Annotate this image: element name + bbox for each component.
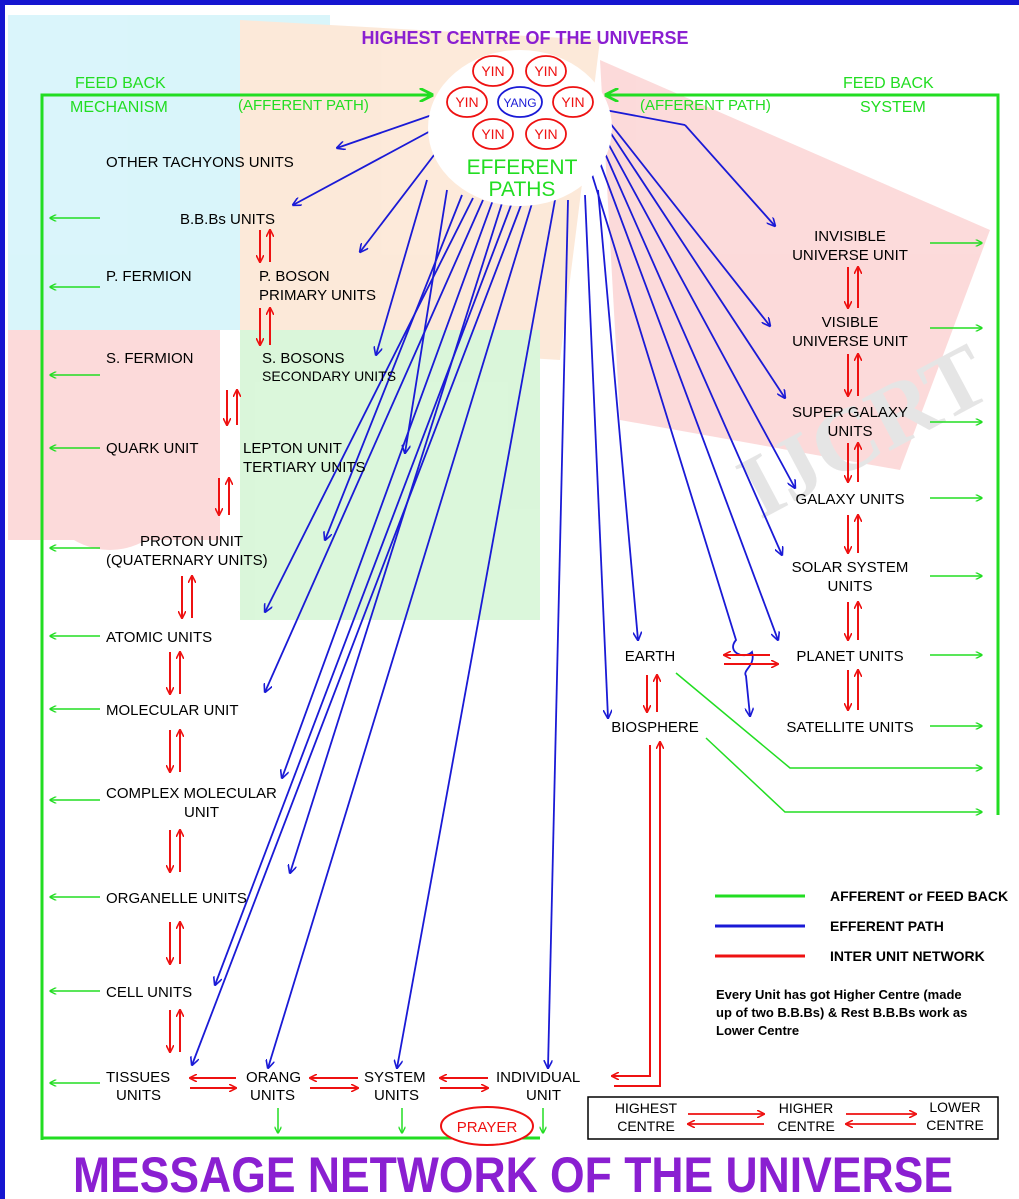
left-header-line1: FEED BACK	[75, 75, 166, 92]
label-prayer: PRAYER	[457, 1119, 518, 1136]
right-header-line1: FEED BACK	[843, 75, 934, 92]
left-header-line2: MECHANISM	[70, 99, 168, 116]
label-molecular-unit: MOLECULAR UNIT	[106, 702, 239, 719]
label-quark-unit: QUARK UNIT	[106, 440, 199, 457]
label-other-tachyons: OTHER TACHYONS UNITS	[106, 154, 294, 171]
yin-label: YIN	[481, 63, 504, 79]
yin-label: YIN	[534, 126, 557, 142]
legend-efferent: EFFERENT PATH	[830, 918, 944, 934]
prayer-ellipse	[440, 1106, 534, 1146]
label-highest-centre: HIGHEST	[615, 1100, 678, 1116]
label-organelle-units: ORGANELLE UNITS	[106, 890, 247, 907]
label-orang: ORANG	[246, 1069, 301, 1086]
label-atomic-units: ATOMIC UNITS	[106, 629, 212, 646]
right-header-line2: SYSTEM	[860, 99, 926, 116]
yin-circle	[525, 55, 567, 87]
legend: AFFERENT or FEED BACK EFFERENT PATH INTE…	[715, 888, 1008, 1038]
label-complex-molecular: COMPLEX MOLECULAR	[106, 785, 277, 802]
label-solar-system-units: UNITS	[828, 578, 873, 595]
label-visible: VISIBLE	[822, 314, 879, 331]
label-tissues: TISSUES	[106, 1069, 170, 1086]
label-super-galaxy: SUPER GALAXY	[792, 404, 908, 421]
main-title: MESSAGE NETWORK OF THE UNIVERSE	[73, 1147, 953, 1199]
label-secondary-units: SECONDARY UNITS	[262, 368, 396, 384]
label-complex-molecular-unit: UNIT	[184, 804, 219, 821]
efferent-paths	[192, 109, 795, 1068]
centres-box: HIGHEST CENTRE HIGHER CENTRE LOWER CENTR…	[587, 1096, 999, 1140]
label-s-fermion: S. FERMION	[106, 350, 194, 367]
label-individual-unit: UNIT	[526, 1087, 561, 1104]
label-tertiary-units: TERTIARY UNITS	[243, 459, 366, 476]
yang-label: YANG	[503, 96, 536, 110]
yin-label: YIN	[455, 94, 478, 110]
label-satellite-units: SATELLITE UNITS	[786, 719, 913, 736]
label-system: SYSTEM	[364, 1069, 426, 1086]
legend-note-line1: Every Unit has got Higher Centre (made	[716, 987, 962, 1002]
label-higher-centre-2: CENTRE	[777, 1118, 835, 1134]
legend-inter-unit: INTER UNIT NETWORK	[830, 948, 985, 964]
yang-circle	[497, 86, 543, 118]
label-system-units: UNITS	[374, 1087, 419, 1104]
yin-circle	[446, 86, 488, 118]
efferent-paths-title-line1: EFFERENT	[467, 156, 578, 179]
label-quaternary-units: (QUATERNARY UNITS)	[106, 552, 268, 569]
label-lower-centre-2: CENTRE	[926, 1117, 984, 1133]
label-individual: INDIVIDUAL	[496, 1069, 580, 1086]
label-invisible-universe-unit: UNIVERSE UNIT	[792, 247, 908, 264]
top-heading: HIGHEST CENTRE OF THE UNIVERSE	[361, 28, 688, 48]
label-super-galaxy-units: UNITS	[828, 423, 873, 440]
label-bbbs-units: B.B.Bs UNITS	[180, 211, 275, 228]
yin-label: YIN	[481, 126, 504, 142]
label-highest-centre-2: CENTRE	[617, 1118, 675, 1134]
label-s-bosons: S. BOSONS	[262, 350, 345, 367]
inter-unit-arrows	[170, 230, 858, 1088]
label-higher-centre: HIGHER	[779, 1100, 833, 1116]
label-p-boson: P. BOSON	[259, 268, 330, 285]
label-orang-units: UNITS	[250, 1087, 295, 1104]
left-afferent-label: (AFFERENT PATH)	[238, 97, 369, 114]
label-tissues-units: UNITS	[116, 1087, 161, 1104]
yin-circle	[472, 55, 514, 87]
yin-circle	[552, 86, 594, 118]
legend-note-line2: up of two B.B.Bs) & Rest B.B.Bs work as	[716, 1005, 967, 1020]
yin-circle	[472, 118, 514, 150]
label-p-fermion: P. FERMION	[106, 268, 192, 285]
right-afferent-label: (AFFERENT PATH)	[640, 97, 771, 114]
yin-circle	[525, 118, 567, 150]
label-visible-universe-unit: UNIVERSE UNIT	[792, 333, 908, 350]
yin-label: YIN	[534, 63, 557, 79]
label-primary-units: PRIMARY UNITS	[259, 287, 376, 304]
legend-afferent: AFFERENT or FEED BACK	[830, 888, 1008, 904]
label-lower-centre: LOWER	[929, 1099, 980, 1115]
efferent-paths-title-line2: PATHS	[489, 178, 556, 201]
left-feedback-arrows	[50, 218, 100, 1083]
label-cell-units: CELL UNITS	[106, 984, 192, 1001]
label-solar-system: SOLAR SYSTEM	[792, 559, 909, 576]
label-biosphere: BIOSPHERE	[611, 719, 699, 736]
centre-cluster: YIN YIN YIN YIN YIN YIN YANG EFFERENT PA…	[428, 50, 612, 206]
label-lepton-unit: LEPTON UNIT	[243, 440, 342, 457]
label-earth: EARTH	[625, 648, 676, 665]
label-galaxy-units: GALAXY UNITS	[796, 491, 905, 508]
label-planet-units: PLANET UNITS	[796, 648, 903, 665]
legend-note-line3: Lower Centre	[716, 1023, 799, 1038]
right-feedback-arrows	[278, 243, 982, 1133]
label-proton-unit: PROTON UNIT	[140, 533, 243, 550]
yin-label: YIN	[561, 94, 584, 110]
label-invisible: INVISIBLE	[814, 228, 886, 245]
